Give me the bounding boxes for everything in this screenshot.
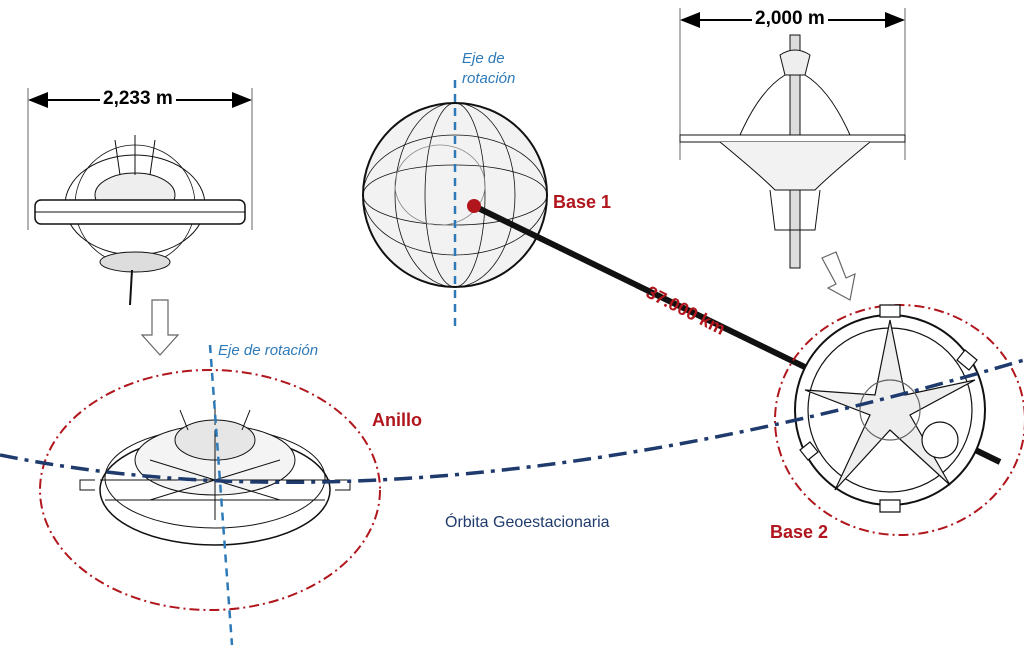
ring-highlight-ellipse xyxy=(39,369,381,611)
base1-label: Base 1 xyxy=(553,192,612,212)
station-top-right xyxy=(679,34,906,269)
arrow-down-right-icon xyxy=(821,251,856,301)
axis-label-top-line2: rotación xyxy=(462,70,516,87)
base1-point xyxy=(467,199,481,213)
width-label-left: 2,233 m xyxy=(100,88,176,110)
station-base2 xyxy=(794,304,986,513)
orbit-label: Órbita Geoestacionaria xyxy=(445,514,610,531)
arrow-down-left-icon xyxy=(140,299,180,356)
axis-label-top-line1: Eje de xyxy=(462,50,505,67)
station-top-left xyxy=(34,135,246,306)
axis-label-bottom: Eje de rotación xyxy=(218,342,319,359)
station-ring xyxy=(79,400,351,546)
ring-label: Anillo xyxy=(372,410,422,430)
width-label-right: 2,000 m xyxy=(752,8,828,30)
base2-label: Base 2 xyxy=(770,522,829,542)
geostationary-orbit xyxy=(0,358,1024,484)
